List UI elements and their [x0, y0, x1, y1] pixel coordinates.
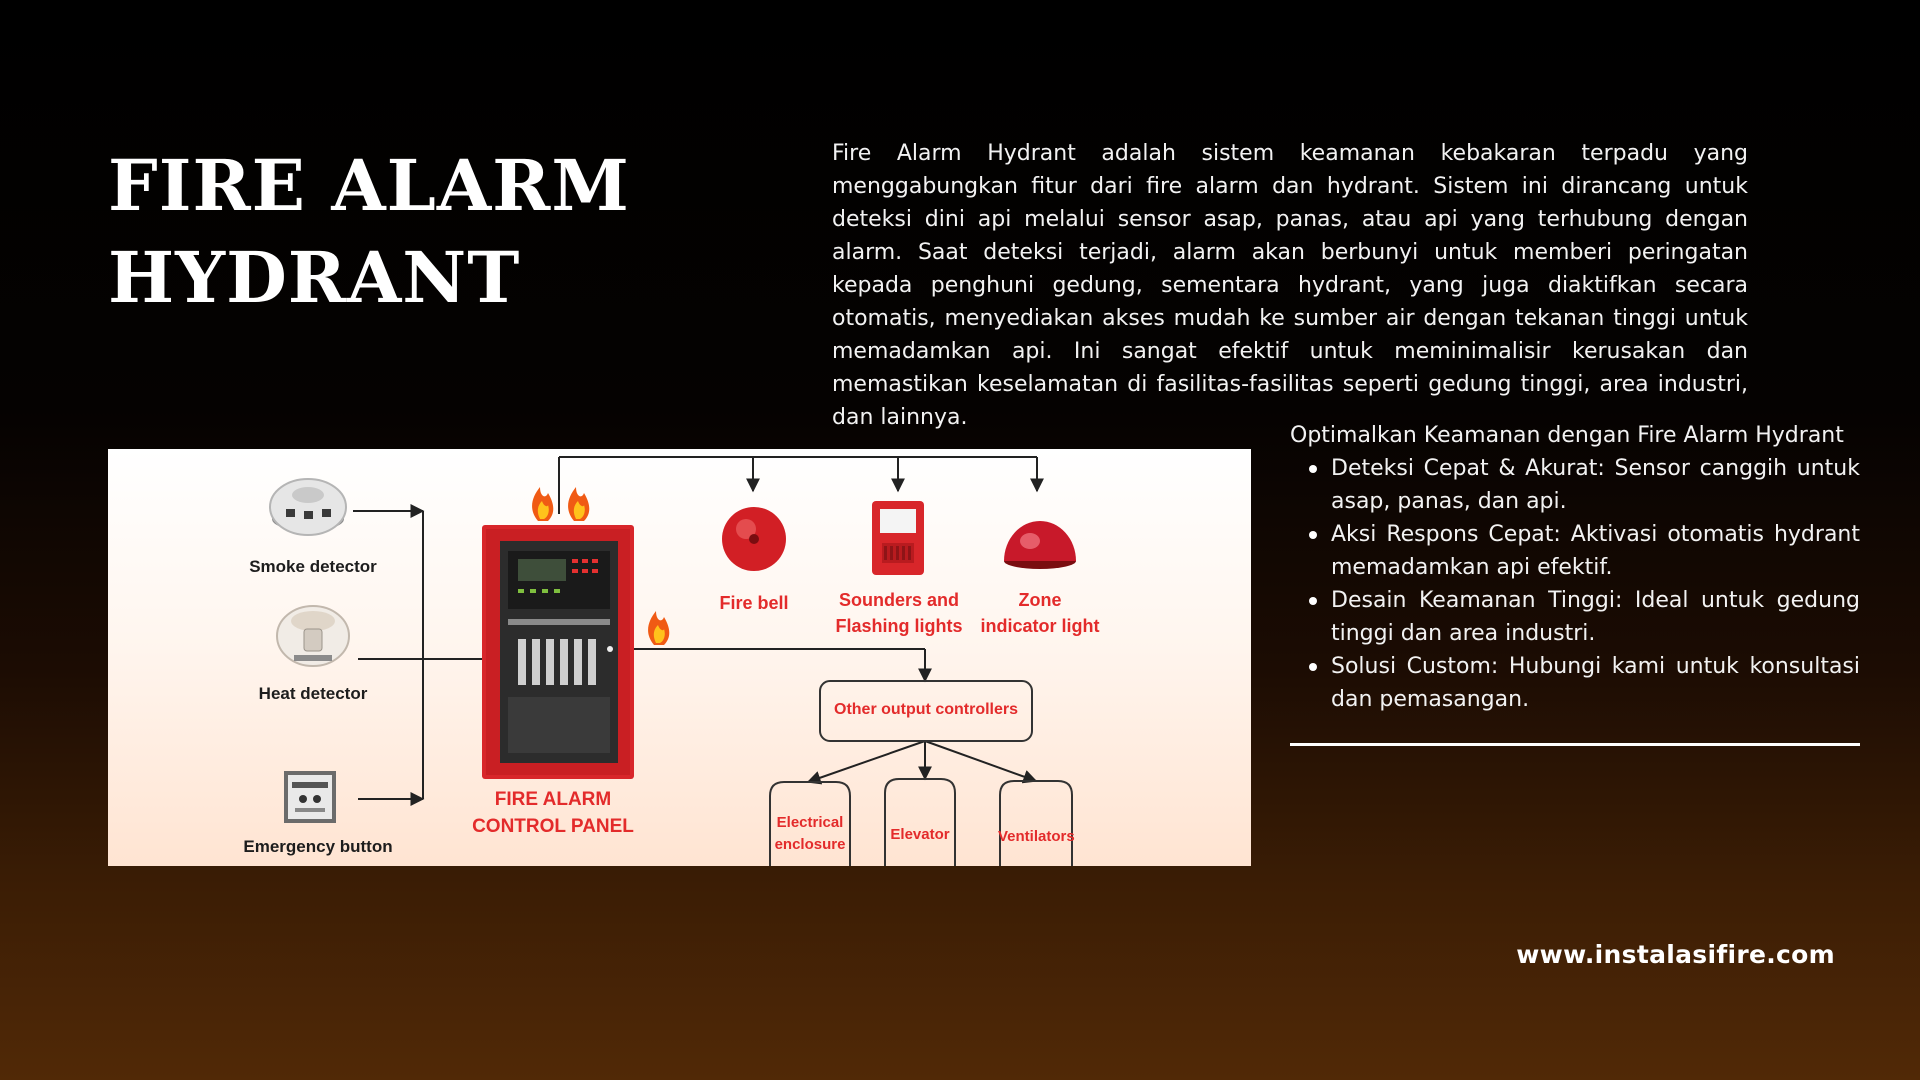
- sounder-strobe-icon: [872, 501, 924, 575]
- title-line-2: HYDRANT: [108, 236, 521, 319]
- benefits-section: Optimalkan Keamanan dengan Fire Alarm Hy…: [1290, 419, 1860, 716]
- emergency-button-icon: [284, 771, 336, 823]
- heat-detector-icon: [276, 605, 350, 667]
- control-panel-icon: [482, 525, 634, 779]
- zone-indicator-light-icon: [1004, 521, 1076, 569]
- zone-indicator-label: Zone indicator light: [970, 587, 1110, 639]
- smoke-detector-icon: [269, 478, 347, 536]
- electrical-enclosure-label: Electrical enclosure: [770, 812, 850, 856]
- fire-bell-label: Fire bell: [719, 593, 789, 613]
- heat-detector-label: Heat detector: [258, 684, 368, 703]
- page-title: FIRE ALARM HYDRANT: [108, 140, 630, 324]
- electrical-enclosure-label-line-1: Electrical: [776, 814, 844, 831]
- input-connectors: [353, 504, 483, 806]
- list-item: Solusi Custom: Hubungi kami untuk konsul…: [1309, 650, 1860, 716]
- output-connectors: [558, 456, 1044, 785]
- list-item: Aksi Respons Cepat: Aktivasi otomatis hy…: [1309, 518, 1860, 584]
- flame-icons: [532, 487, 670, 645]
- diagram-graphics: [269, 456, 1076, 866]
- fire-bell-icon: [722, 507, 786, 571]
- benefits-heading: Optimalkan Keamanan dengan Fire Alarm Hy…: [1290, 423, 1844, 448]
- electrical-enclosure-label-line-2: enclosure: [774, 836, 846, 853]
- control-panel-label-line-2: CONTROL PANEL: [472, 816, 634, 837]
- control-panel-label-line-1: FIRE ALARM: [494, 789, 612, 810]
- zone-indicator-label-line-1: Zone: [1018, 590, 1062, 610]
- list-item: Deteksi Cepat & Akurat: Sensor canggih u…: [1309, 452, 1860, 518]
- sounders-label-line-2: Flashing lights: [835, 616, 963, 636]
- other-output-controllers-label: Other output controllers: [834, 701, 1018, 718]
- benefits-list: Deteksi Cepat & Akurat: Sensor canggih u…: [1290, 452, 1860, 716]
- control-panel-label: FIRE ALARM CONTROL PANEL: [448, 786, 658, 840]
- zone-indicator-label-line-2: indicator light: [980, 616, 1100, 636]
- ventilators-label: Ventilators: [998, 828, 1075, 845]
- sounders-label: Sounders and Flashing lights: [824, 587, 974, 639]
- intro-paragraph: Fire Alarm Hydrant adalah sistem keamana…: [832, 141, 1748, 430]
- emergency-button-label: Emergency button: [243, 837, 393, 856]
- list-item: Desain Keamanan Tinggi: Ideal untuk gedu…: [1309, 584, 1860, 650]
- sounders-label-line-1: Sounders and: [838, 590, 959, 610]
- elevator-label: Elevator: [890, 826, 950, 843]
- divider-line: [1290, 743, 1860, 746]
- website-link[interactable]: www.instalasifire.com: [1516, 940, 1835, 969]
- smoke-detector-label: Smoke detector: [249, 557, 377, 576]
- controller-boxes: [769, 680, 1073, 866]
- fire-alarm-diagram: Smoke detector Heat detector Emergency b…: [108, 449, 1251, 866]
- title-line-1: FIRE ALARM: [108, 144, 630, 227]
